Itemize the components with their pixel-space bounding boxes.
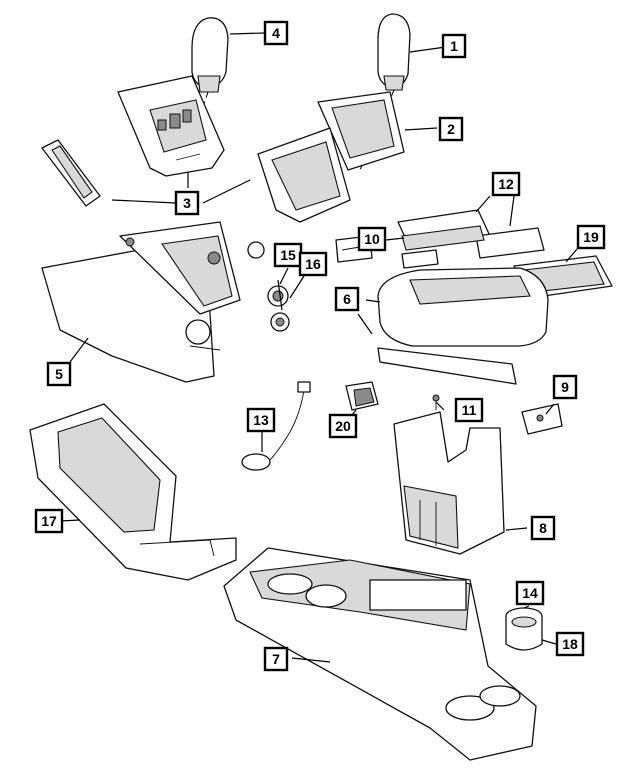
callout-6: 6 (334, 286, 360, 312)
svg-text:20: 20 (335, 418, 351, 434)
callout-2: 2 (438, 116, 464, 142)
bracket-9 (521, 403, 563, 435)
armrest-assembly (377, 267, 549, 385)
svg-text:18: 18 (562, 636, 578, 652)
console-bin (393, 411, 505, 555)
callout-19: 19 (576, 224, 606, 250)
callout-15: 15 (273, 242, 303, 268)
cupholder-insert (505, 607, 543, 651)
callout-18: 18 (555, 631, 585, 657)
svg-text:10: 10 (364, 231, 380, 247)
svg-text:19: 19 (583, 229, 599, 245)
callout-16: 16 (298, 251, 328, 277)
svg-text:3: 3 (183, 195, 191, 211)
console-bracket (29, 403, 237, 581)
svg-text:2: 2 (447, 121, 455, 137)
callout-17: 17 (34, 508, 64, 534)
callout-11: 11 (454, 397, 484, 423)
console-front-bezel (41, 221, 241, 383)
svg-text:11: 11 (462, 402, 477, 418)
svg-text:14: 14 (522, 585, 538, 601)
callout-10: 10 (357, 226, 387, 252)
svg-text:15: 15 (280, 247, 296, 263)
svg-text:6: 6 (343, 291, 351, 307)
callout-13: 13 (246, 407, 276, 433)
shift-boot-right (317, 91, 405, 171)
svg-text:9: 9 (561, 379, 569, 395)
callout-14: 14 (515, 580, 545, 606)
callout-9: 9 (552, 374, 578, 400)
callout-12: 12 (491, 171, 521, 197)
svg-text:4: 4 (272, 25, 280, 41)
svg-text:12: 12 (498, 176, 514, 192)
callout-1: 1 (441, 33, 467, 59)
callout-3: 3 (174, 190, 200, 216)
callout-8: 8 (530, 515, 556, 541)
svg-text:5: 5 (55, 366, 63, 382)
switch-module (345, 381, 379, 411)
shifter-bezel-right (257, 127, 351, 223)
indicator-strip (41, 139, 101, 207)
armrest-lid (397, 209, 545, 259)
callout-20: 20 (328, 413, 358, 439)
shifter-bezel-left (117, 75, 225, 177)
svg-text:8: 8 (539, 520, 547, 536)
callout-7: 7 (263, 646, 289, 672)
callout-5: 5 (46, 361, 72, 387)
svg-text:1: 1 (450, 38, 458, 54)
bracket-10 (335, 235, 439, 269)
floor-console (223, 547, 537, 761)
svg-text:13: 13 (253, 412, 269, 428)
svg-text:16: 16 (305, 256, 321, 272)
wiring-harness (241, 381, 311, 471)
callout-4: 4 (263, 20, 289, 46)
svg-text:7: 7 (272, 651, 280, 667)
svg-text:17: 17 (41, 513, 57, 529)
power-outlets (247, 241, 290, 332)
